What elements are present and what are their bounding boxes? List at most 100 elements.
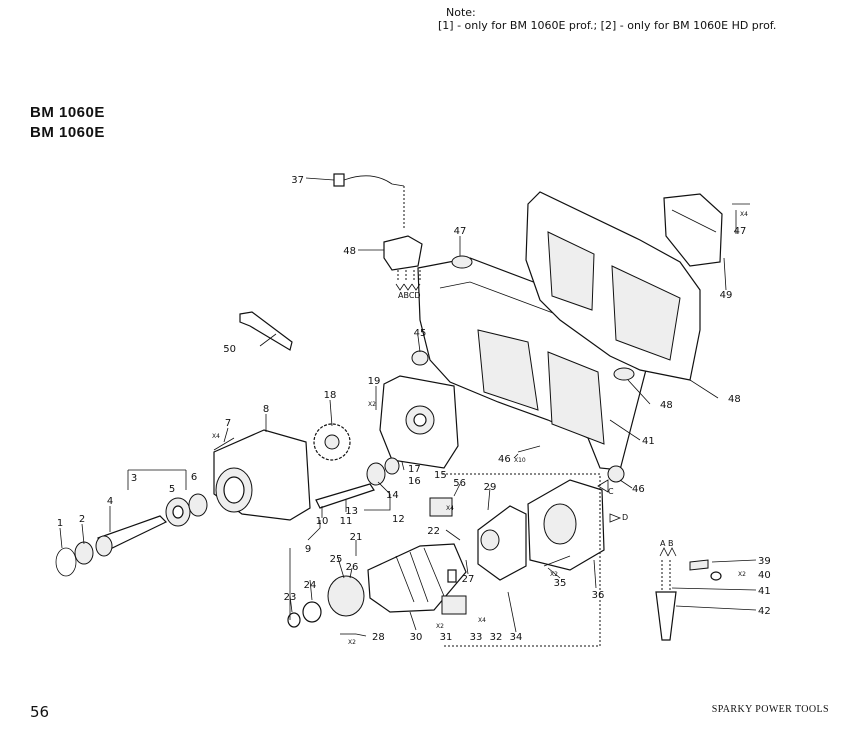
callout-45: 41 bbox=[642, 436, 655, 447]
callout-3: 3 bbox=[131, 473, 137, 484]
callout-23: 23 bbox=[284, 592, 297, 603]
brush-part bbox=[447, 569, 457, 583]
callout-10: 10 bbox=[316, 516, 329, 527]
note-heading: Note: bbox=[446, 6, 476, 19]
callout-25: 25 bbox=[330, 554, 343, 565]
model-title: BM 1060E bbox=[30, 104, 105, 121]
callout-16: 16 bbox=[408, 476, 421, 487]
brush-holder-part-2 bbox=[441, 595, 467, 615]
callout-11: 11 bbox=[340, 516, 353, 527]
connector-abcd: ABCD bbox=[398, 291, 421, 300]
note-text: [1] - only for BM 1060E prof.; [2] - onl… bbox=[438, 19, 777, 32]
callout-24: 24 bbox=[304, 580, 317, 591]
callout-28: 28 bbox=[372, 632, 385, 643]
plate-part bbox=[302, 601, 322, 623]
qty-mark: X4 bbox=[212, 433, 220, 440]
callout-18: 18 bbox=[324, 390, 337, 401]
callout-34: 34 bbox=[510, 632, 523, 643]
callout-39: 39 bbox=[758, 556, 771, 567]
callout-12: 12 bbox=[392, 514, 405, 525]
screw-part-2 bbox=[517, 445, 541, 453]
callout-27: 27 bbox=[462, 574, 475, 585]
stator-part bbox=[527, 479, 605, 571]
callout-36: 36 bbox=[592, 590, 605, 601]
spindle-part bbox=[55, 493, 208, 577]
end-cap-part bbox=[663, 193, 723, 267]
quantity-marks: X4 X2 X10 X4 X2 X2 X4 X2 X2 X4 bbox=[212, 211, 748, 646]
qty-mark: X10 bbox=[514, 457, 526, 464]
brand-footer: SPARKY POWER TOOLS bbox=[711, 704, 829, 715]
rear-housing-part bbox=[525, 191, 701, 381]
note: Note: [1] - only for BM 1060E prof.; [2]… bbox=[438, 6, 776, 32]
qty-mark: X4 bbox=[446, 505, 454, 512]
brush-holder-part bbox=[429, 497, 453, 517]
switch-part bbox=[383, 235, 423, 282]
end-cap-rib bbox=[671, 209, 717, 233]
callout-labels: 37 48 47 47 49 50 45 48 48 41 46 46 19 1… bbox=[57, 175, 771, 643]
shaft-part bbox=[315, 457, 400, 509]
fan-guide-part bbox=[477, 505, 527, 581]
callout-35: 35 bbox=[554, 578, 567, 589]
screw-part bbox=[213, 437, 235, 451]
callout-26: 26 bbox=[346, 562, 359, 573]
plug-part bbox=[411, 350, 429, 366]
connector-c: C bbox=[608, 487, 614, 496]
page-number: 56 bbox=[30, 703, 50, 721]
callout-48-b: 48 bbox=[660, 400, 673, 411]
plug-part-3 bbox=[613, 367, 635, 381]
callout-14: 14 bbox=[386, 490, 399, 501]
connector-d: D bbox=[622, 513, 628, 522]
cable-part bbox=[333, 173, 405, 228]
gearbox-part bbox=[213, 429, 311, 521]
callout-42: 42 bbox=[758, 606, 771, 617]
connector-ab: A B bbox=[660, 539, 674, 548]
qty-mark: X2 bbox=[550, 571, 558, 578]
callout-7: 7 bbox=[225, 418, 231, 429]
qty-mark: X2 bbox=[348, 639, 356, 646]
callout-6: 6 bbox=[191, 472, 197, 483]
bearing-part bbox=[287, 612, 301, 628]
callout-56: 56 bbox=[453, 478, 466, 489]
callout-5: 5 bbox=[169, 484, 175, 495]
callout-4: 4 bbox=[107, 496, 113, 507]
callout-33: 33 bbox=[470, 632, 483, 643]
callout-49: 48 bbox=[343, 246, 356, 257]
leader-lines bbox=[59, 177, 757, 637]
connector-letters: ABCD C D A B bbox=[395, 283, 677, 557]
screw-part-4 bbox=[543, 555, 571, 567]
callout-41: 41 bbox=[758, 586, 771, 597]
callout-21: 21 bbox=[350, 532, 363, 543]
callout-46-b: 46 bbox=[632, 484, 645, 495]
fan-baffle-part bbox=[327, 575, 365, 617]
callout-8: 8 bbox=[263, 404, 269, 415]
callout-37: 37 bbox=[291, 175, 304, 186]
plug-part-4 bbox=[607, 465, 625, 483]
assembly-boundary bbox=[442, 473, 601, 647]
callout-13: 13 bbox=[345, 506, 358, 517]
qty-mark: X2 bbox=[738, 571, 746, 578]
gear-part bbox=[313, 423, 351, 461]
qty-mark: X4 bbox=[478, 617, 486, 624]
handle-part bbox=[655, 559, 722, 641]
callout-40: 40 bbox=[758, 570, 771, 581]
callout-48-a: 47 bbox=[454, 226, 467, 237]
callout-17: 17 bbox=[408, 464, 421, 475]
callout-32: 32 bbox=[490, 632, 503, 643]
wrench-part bbox=[239, 311, 293, 351]
plug-part-2 bbox=[451, 255, 473, 269]
callout-9: 9 bbox=[305, 544, 311, 555]
callout-52: 49 bbox=[720, 290, 733, 301]
callout-46-a: 45 bbox=[414, 328, 427, 339]
model-title-2: BM 1060E bbox=[30, 124, 105, 141]
qty-mark: X4 bbox=[740, 211, 748, 218]
qty-mark: X2 bbox=[368, 401, 376, 408]
armature-part bbox=[367, 543, 467, 613]
callout-15: 15 bbox=[434, 470, 447, 481]
callout-50: 48 bbox=[728, 394, 741, 405]
callout-47-a: 47 bbox=[734, 226, 747, 237]
callout-30: 30 bbox=[410, 632, 423, 643]
callout-29: 29 bbox=[484, 482, 497, 493]
callout-19: 19 bbox=[368, 376, 381, 387]
callout-31: 31 bbox=[440, 632, 453, 643]
